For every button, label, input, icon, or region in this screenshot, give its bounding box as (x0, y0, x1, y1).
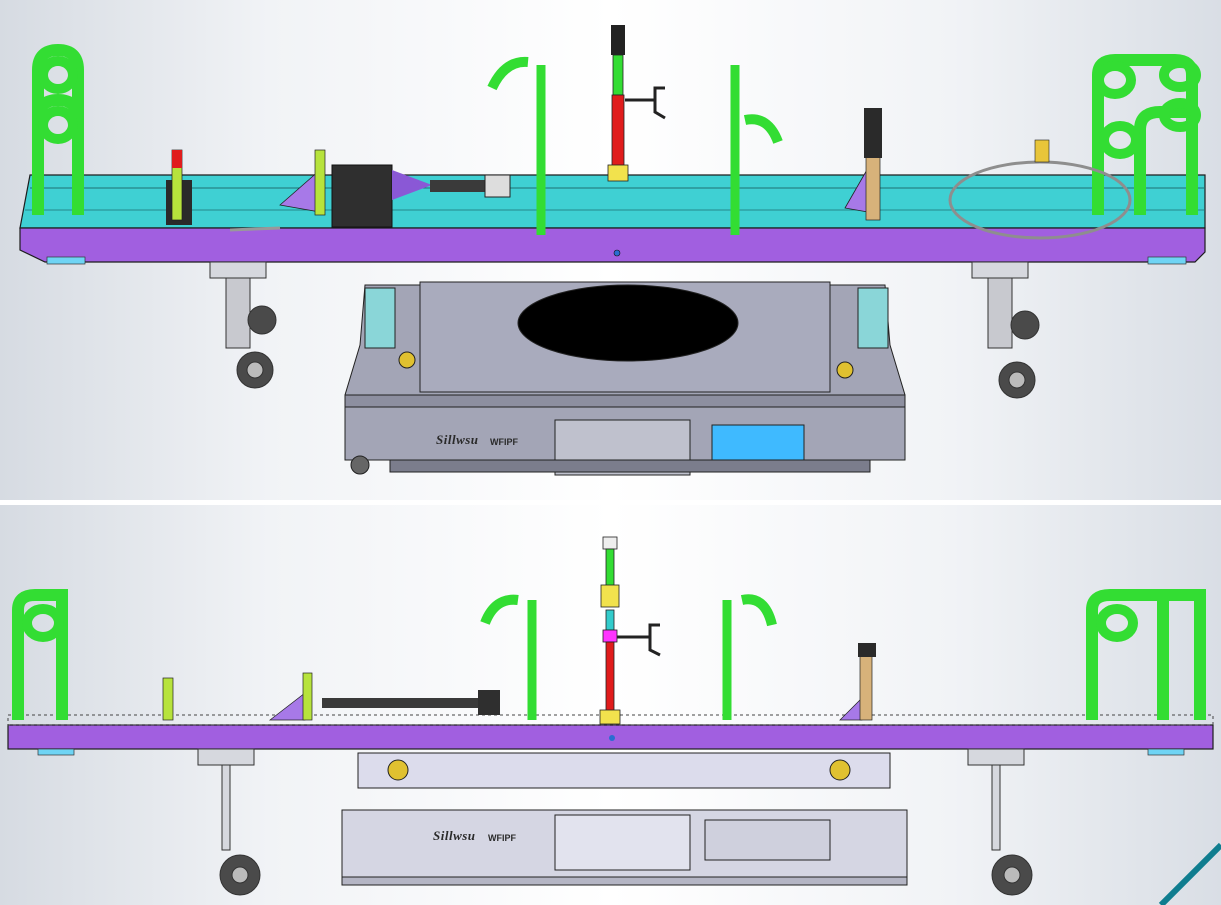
left-caster (209, 261, 277, 389)
front-hook-posts (480, 594, 777, 720)
front-drawing (7, 536, 1214, 896)
lift-beam (357, 752, 891, 789)
center-red-post (607, 25, 666, 182)
agv-model-label: WFIPF (490, 437, 518, 447)
front-left-loops (12, 589, 68, 720)
front-left-caster (197, 748, 261, 896)
front-center-mast (599, 536, 661, 725)
front-view: Sillwsu WFIPF (0, 505, 1221, 905)
agv-logo: Sillwsu (436, 432, 479, 447)
fixture-plate (19, 174, 1206, 229)
frame-rail (19, 227, 1206, 263)
agv-platform (344, 281, 906, 476)
corner-accent (1158, 842, 1221, 905)
isometric-view: Sillwsu WFIPF (0, 0, 1221, 500)
hook-posts (487, 56, 783, 235)
left-loop-posts (32, 43, 84, 215)
front-agv-body (341, 809, 908, 886)
front-agv-logo: Sillwsu (433, 828, 476, 843)
front-right-caster (967, 748, 1033, 896)
isometric-drawing (19, 25, 1206, 476)
right-caster (971, 261, 1040, 399)
front-agv-model-label: WFIPF (488, 833, 516, 843)
right-loop-posts (1092, 54, 1201, 215)
front-right-loops (1086, 589, 1206, 720)
